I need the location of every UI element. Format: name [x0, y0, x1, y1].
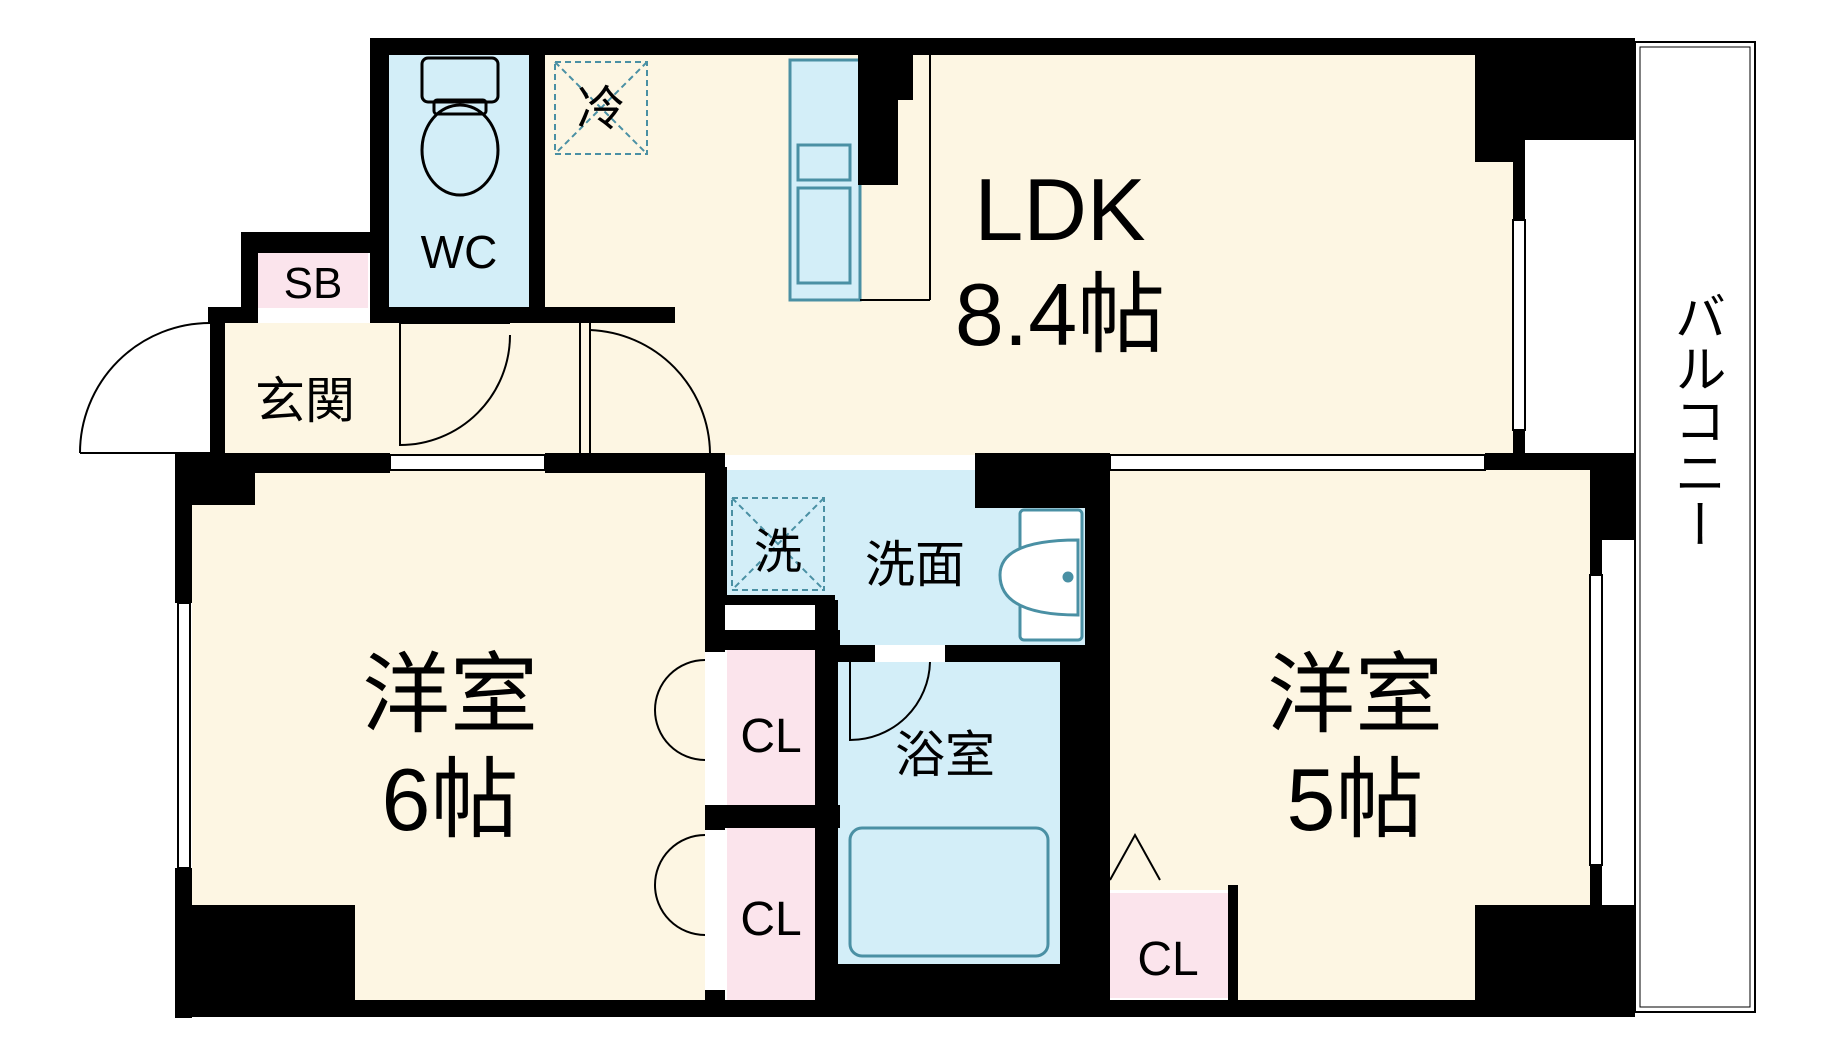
wc-label: WC	[421, 226, 498, 278]
closet-left-upper-floor	[727, 650, 815, 805]
doors	[79, 322, 1161, 936]
western-left-size: 6帖	[382, 750, 519, 849]
western-right-size: 5帖	[1287, 750, 1424, 849]
western-right-name: 洋室	[1267, 645, 1443, 744]
western-left-floor	[192, 470, 705, 1000]
shoebox-label: SB	[284, 259, 343, 308]
ldk-name: LDK	[974, 160, 1145, 259]
floor-fills	[192, 55, 1590, 1000]
entrance-label: 玄関	[255, 373, 355, 429]
closet-left-upper-label: CL	[740, 710, 801, 763]
western-left-name: 洋室	[362, 645, 538, 744]
walls	[175, 38, 1635, 1018]
wash-basin-icon	[998, 508, 1084, 642]
ldk-size: 8.4帖	[955, 265, 1165, 364]
ldk-floor	[545, 55, 1515, 458]
kitchen-partition	[858, 55, 913, 185]
hall-floor	[372, 318, 720, 458]
washroom-floor	[725, 470, 1085, 645]
bathroom-label: 浴室	[895, 727, 995, 783]
fridge-label: 冷	[577, 83, 625, 136]
washer-label: 洗	[754, 526, 802, 579]
washer-box	[731, 497, 825, 591]
closet-left-lower-floor	[727, 828, 815, 1000]
toilet-icon	[420, 56, 500, 197]
fridge-box	[554, 61, 648, 155]
entrance-floor	[225, 323, 375, 453]
closet-right-label: CL	[1137, 933, 1198, 986]
bathtub-icon	[848, 826, 1050, 958]
labels: LDK 8.4帖 洋室 6帖 洋室 5帖 WC SB 玄関 洗面 浴室 CL C…	[255, 83, 1724, 986]
washroom-label: 洗面	[865, 537, 965, 593]
western-right-floor	[1110, 470, 1590, 1000]
shoebox-floor	[258, 253, 368, 308]
kitchen-counter	[788, 58, 862, 302]
closet-left-lower-label: CL	[740, 893, 801, 946]
wc-floor	[389, 55, 529, 307]
balcony-label: バルコニー	[1666, 290, 1724, 550]
balcony-outline	[1634, 41, 1756, 1013]
windows	[177, 219, 1603, 869]
closet-right-floor	[1110, 893, 1228, 998]
